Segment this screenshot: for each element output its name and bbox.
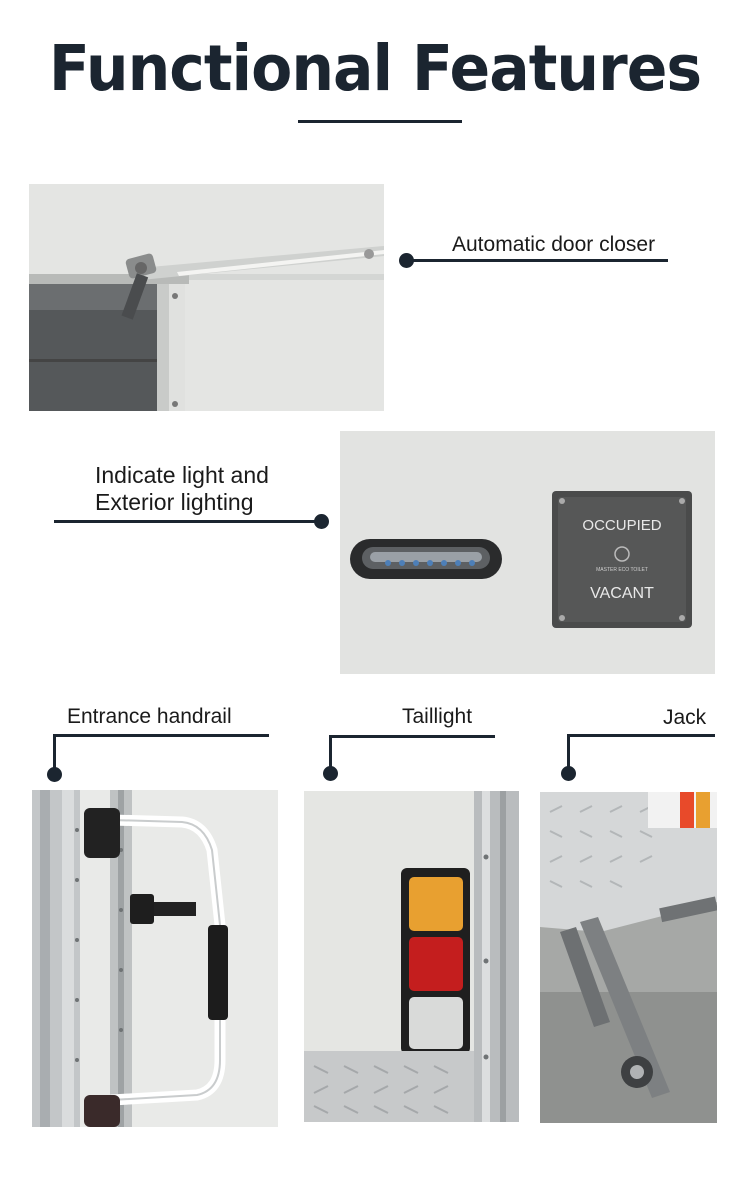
jack-leader-v (567, 734, 570, 770)
handrail-label: Entrance handrail (67, 705, 232, 728)
jack-leader-h (567, 734, 715, 737)
lighting-label-line2: Exterior lighting (95, 489, 254, 515)
lighting-leader (54, 520, 322, 523)
jack-dot (561, 766, 576, 781)
door-closer-leader (406, 259, 668, 262)
sign-logo-icon (614, 546, 630, 562)
jack-photo (540, 792, 717, 1123)
lighting-illustration: OCCUPIED MASTER ECO TOILET VACANT (340, 431, 715, 674)
jack-label: Jack (663, 706, 707, 729)
lighting-photo: OCCUPIED MASTER ECO TOILET VACANT (340, 431, 715, 674)
taillight-leader-v (329, 735, 332, 769)
lighting-label-line1: Indicate light and (95, 462, 269, 488)
taillight-photo (304, 791, 519, 1122)
lighting-dot (314, 514, 329, 529)
sign-occupied-text: OCCUPIED (582, 517, 661, 534)
handrail-illustration (32, 790, 278, 1127)
door-closer-photo (29, 184, 384, 411)
handrail-photo (32, 790, 278, 1127)
jack-illustration (540, 792, 717, 1123)
door-closer-illustration (29, 184, 384, 411)
page-title: Functional Features (48, 32, 702, 106)
sign-brand-text: MASTER ECO TOILET (596, 567, 648, 573)
door-closer-label: Automatic door closer (452, 233, 656, 256)
taillight-dot (323, 766, 338, 781)
taillight-leader-h (329, 735, 495, 738)
handrail-leader-v (53, 734, 56, 770)
taillight-illustration (304, 791, 519, 1122)
handrail-dot (47, 767, 62, 782)
title-underline (298, 120, 462, 123)
handrail-leader-h (53, 734, 269, 737)
sign-vacant-text: VACANT (590, 585, 654, 602)
taillight-label: Taillight (402, 705, 473, 728)
